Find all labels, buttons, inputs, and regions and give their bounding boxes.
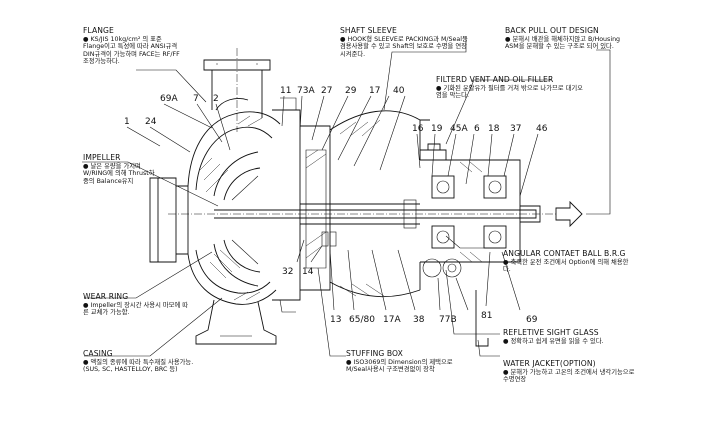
- part-number-11: 11: [280, 86, 291, 96]
- part-number-7: 7: [193, 94, 199, 104]
- casing-hatching: [199, 115, 263, 301]
- callout-back-pull-out: BACK PULL OUT DESIGN ● 분해시 배관을 해체하지않고 B/…: [505, 27, 623, 51]
- callout-water-jacket-title: WATER JACKET(OPTION): [503, 359, 596, 368]
- callout-flange-desc: ● KS/JIS 10kg/cm² 의 표준 Flange이고 특성에 따라 A…: [83, 35, 180, 66]
- callout-flange: FLANGE ● KS/JIS 10kg/cm² 의 표준 Flange이고 특…: [83, 27, 183, 66]
- part-number-73a: 73A: [297, 86, 315, 96]
- part-number-32: 32: [282, 267, 293, 277]
- callout-casing: CASING ● 액질의 종류에 따라 특수재질 사용가능. (SUS, SC,…: [83, 350, 203, 374]
- pump-shaft: [168, 199, 556, 247]
- callout-wear-ring-desc: ● Impeller의 장시간 사용시 마모에 따른 교체가 가능함.: [83, 301, 189, 317]
- part-number-27: 27: [321, 86, 332, 96]
- part-number-40: 40: [393, 86, 405, 96]
- callout-stuffing-box-desc: ● ISO3069의 Dimension의 제택으로 M/Seal사용시 구조변…: [346, 358, 453, 374]
- callout-filtered-vent: FILTERD VENT AND OIL FILLER ● 기화된 윤활유가 필…: [436, 76, 584, 100]
- callout-flange-title: FLANGE: [83, 26, 114, 35]
- callout-sight-glass-title: REFLETIVE SIGHT GLASS: [503, 328, 599, 337]
- callout-wear-ring: WEAR RING ● Impeller의 장시간 사용시 마모에 따른 교체가…: [83, 293, 193, 317]
- leader-lines: [82, 36, 611, 357]
- callout-wear-ring-title: WEAR RING: [83, 292, 129, 301]
- callout-sight-glass: REFLETIVE SIGHT GLASS ● 정확하고 쉽게 유면을 읽을 수…: [503, 329, 643, 345]
- callout-shaft-sleeve: SHAFT SLEEVE ● HOOK형 SLEEVE로 PACKING과 M/…: [340, 27, 472, 58]
- water-jacket-pipe: [475, 290, 489, 347]
- part-number-69: 69: [526, 315, 538, 325]
- pump-casing: [149, 111, 281, 305]
- callout-angular-bearing-title: ANGULAR CONTAET BALL B.R.G: [503, 249, 626, 258]
- callout-filtered-vent-desc: ● 기화된 윤활유가 필터를 거쳐 밖으로 나가므로 대기오염을 막는다.: [436, 84, 583, 100]
- part-number-2: 2: [213, 94, 219, 104]
- part-number-1: 1: [124, 117, 130, 127]
- part-number-16: 16: [412, 124, 424, 134]
- part-number-24: 24: [145, 117, 157, 127]
- callout-stuffing-box-title: STUFFING BOX: [346, 349, 403, 358]
- callout-angular-bearing-desc: ● 축력한 운전 조건에서 Option에 의해 채용한다.: [503, 258, 629, 274]
- part-number-69a: 69A: [160, 94, 178, 104]
- part-number-6: 6: [474, 124, 480, 134]
- callout-shaft-sleeve-title: SHAFT SLEEVE: [340, 26, 397, 35]
- part-number-65-80: 65/80: [349, 315, 375, 325]
- callout-water-jacket: WATER JACKET(OPTION) ● 분해가 가능하고 고온의 조건에서…: [503, 360, 635, 384]
- callout-sight-glass-desc: ● 정확하고 쉽게 유면을 읽을 수 있다.: [503, 337, 604, 345]
- drive-direction-arrow: [555, 200, 583, 228]
- callout-back-pull-out-desc: ● 분해시 배관을 해체하지않고 B/Housing ASM을 분해할 수 있는…: [505, 35, 621, 51]
- part-number-19: 19: [431, 124, 443, 134]
- callout-back-pull-out-title: BACK PULL OUT DESIGN: [505, 26, 599, 35]
- part-number-38: 38: [413, 315, 425, 325]
- part-number-37: 37: [510, 124, 521, 134]
- discharge-nozzle: [203, 48, 271, 132]
- part-number-18: 18: [488, 124, 500, 134]
- part-number-45a: 45A: [450, 124, 468, 134]
- part-number-46: 46: [536, 124, 548, 134]
- part-number-17a: 17A: [383, 315, 401, 325]
- callout-shaft-sleeve-desc: ● HOOK형 SLEEVE로 PACKING과 M/Seal등 겸용사용할 수…: [340, 35, 468, 58]
- callout-casing-title: CASING: [83, 349, 113, 358]
- part-number-14: 14: [302, 267, 314, 277]
- callout-filtered-vent-title: FILTERD VENT AND OIL FILLER: [436, 75, 554, 84]
- callout-impeller: IMPELLER ● 날은 유량을 가지며 W/RING에 의해 Thrust하…: [83, 154, 159, 185]
- callout-angular-bearing: ANGULAR CONTAET BALL B.R.G ● 축력한 운전 조건에서…: [503, 250, 635, 274]
- part-number-77b: 77B: [439, 315, 457, 325]
- callout-impeller-title: IMPELLER: [83, 153, 121, 162]
- part-number-81: 81: [481, 311, 492, 321]
- callout-stuffing-box: STUFFING BOX ● ISO3069의 Dimension의 제택으로 …: [346, 350, 464, 374]
- part-number-17: 17: [369, 86, 380, 96]
- part-number-labels: 69A 7 2 1 24 11 73A 27 29 17 40 16 19 45…: [124, 86, 548, 325]
- part-number-13: 13: [330, 315, 341, 325]
- casing-foot: [195, 299, 277, 345]
- callout-impeller-desc: ● 날은 유량을 가지며 W/RING에 의해 Thrust하중의 Balanc…: [83, 162, 155, 185]
- stuffing-box-section: [272, 97, 331, 313]
- bearing-housing: [329, 110, 521, 298]
- part-number-29: 29: [345, 86, 357, 96]
- callout-water-jacket-desc: ● 분해가 가능하고 고온의 조건에서 냉각기능으로 수명연장: [503, 368, 635, 384]
- callout-casing-desc: ● 액질의 종류에 따라 특수재질 사용가능. (SUS, SC, HASTEL…: [83, 358, 194, 374]
